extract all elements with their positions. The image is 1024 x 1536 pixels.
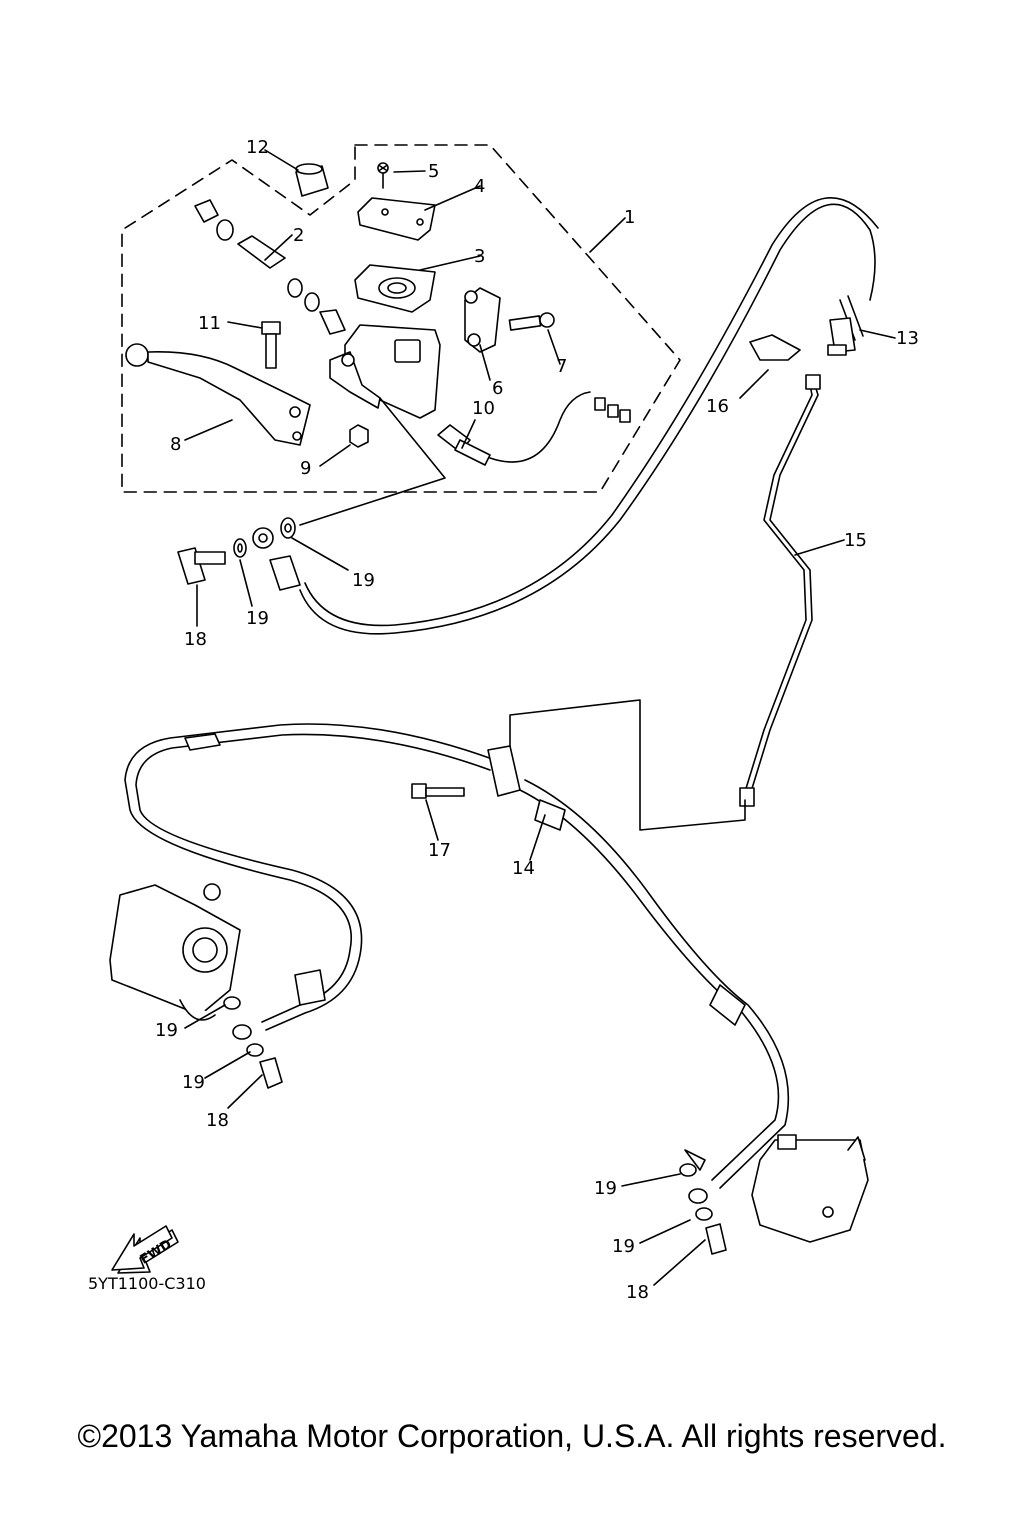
boot (295, 163, 329, 197)
pivot-bolt (261, 321, 281, 369)
leader-lines (184, 149, 896, 1286)
right-caliper (751, 1134, 869, 1243)
callout-19: 19 (352, 570, 375, 591)
master-cylinder-body (329, 324, 441, 419)
assembly-boundary (121, 144, 681, 493)
callout-19: 19 (594, 1178, 617, 1199)
hose-joint (411, 745, 521, 799)
upper-washers (233, 517, 296, 558)
diagram-code: 5YT1100-C310 (88, 1274, 206, 1293)
callout-18: 18 (184, 629, 207, 650)
callout-18: 18 (626, 1282, 649, 1303)
callout-2: 2 (293, 225, 304, 246)
callout-19: 19 (612, 1236, 635, 1257)
callout-13: 13 (896, 328, 919, 349)
brake-pipe (739, 374, 821, 807)
reservoir-cap (357, 197, 436, 241)
callout-14: 14 (512, 858, 535, 879)
callout-12: 12 (246, 137, 269, 158)
copyright-notice: ©2013 Yamaha Motor Corporation, U.S.A. A… (77, 1418, 947, 1454)
hose-leader (299, 397, 446, 526)
callout-10: 10 (472, 398, 495, 419)
brake-switch (437, 391, 631, 466)
callout-8: 8 (170, 434, 181, 455)
callout-18: 18 (206, 1110, 229, 1131)
left-caliper (109, 883, 241, 1021)
callout-7: 7 (556, 356, 567, 377)
lower-hose-right (519, 779, 790, 1189)
callout-9: 9 (300, 458, 311, 479)
holder-bolt (508, 312, 555, 331)
fwd-arrow: FWD (111, 1225, 179, 1274)
hose-fitting (827, 317, 856, 356)
lower-hose-left (124, 723, 496, 1031)
callout-4: 4 (474, 176, 485, 197)
diaphragm (354, 264, 436, 313)
callout-15: 15 (844, 530, 867, 551)
lower-left-fasteners (223, 996, 283, 1089)
callout-16: 16 (706, 396, 729, 417)
callout-3: 3 (474, 246, 485, 267)
callout-19: 19 (182, 1072, 205, 1093)
lower-right-fasteners (679, 1149, 727, 1255)
joint-leader (509, 699, 746, 831)
holder (464, 287, 501, 353)
callout-5: 5 (428, 161, 439, 182)
callout-19: 19 (246, 608, 269, 629)
callout-19: 19 (155, 1020, 178, 1041)
callout-6: 6 (492, 378, 503, 399)
callout-1: 1 (624, 207, 635, 228)
piston-kit (194, 199, 346, 335)
callouts: 1 2 3 4 5 6 7 8 9 10 11 12 13 14 15 16 1… (155, 137, 919, 1303)
callout-17: 17 (428, 840, 451, 861)
upper-union-bolt (177, 547, 226, 585)
cap-screw (377, 162, 389, 189)
hose-clip (749, 334, 801, 361)
lever-nut (349, 424, 369, 448)
callout-11: 11 (198, 313, 221, 334)
brake-lever (125, 343, 311, 446)
